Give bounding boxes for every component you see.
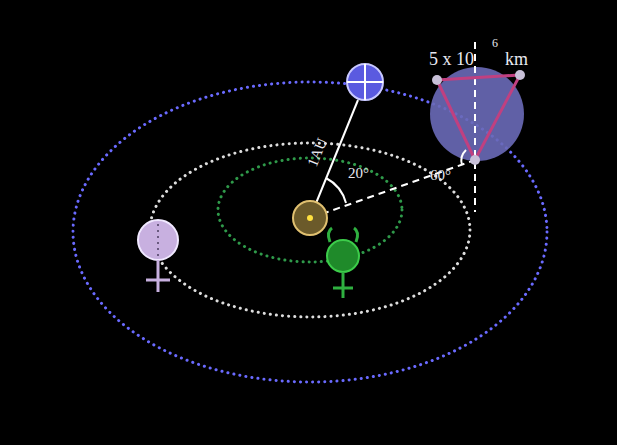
earth [347,64,383,100]
spacecraft [470,155,480,165]
dimension-label: 5 x 10 [429,50,474,68]
distance-label: 1AU [306,136,331,169]
unit-label: km [505,50,528,68]
mercury-cross [342,272,345,298]
spacecraft-region [430,67,524,161]
mercury-horn [354,228,358,242]
middle-orbit [150,143,470,317]
sun [293,201,327,235]
mercury-horn [328,228,332,242]
mercury-cross [333,287,353,290]
spacecraft [432,75,442,85]
spacecraft-triangle [437,75,520,160]
venus [138,220,178,260]
sun-dot [307,215,313,221]
venus-cross [157,260,160,292]
angle-label: 60° [430,168,451,183]
vertical-dashed-line [474,42,476,212]
mercury [327,240,359,272]
dashed-line [322,160,475,214]
angle-arc [461,150,466,165]
angle-label: 20° [348,166,369,181]
spacecraft [515,70,525,80]
inner-orbit [218,158,402,262]
earth-cross [347,81,383,83]
venus-line [157,224,159,256]
exponent-label: 6 [492,37,498,49]
venus-cross [146,279,170,282]
angle-arc [326,178,346,203]
